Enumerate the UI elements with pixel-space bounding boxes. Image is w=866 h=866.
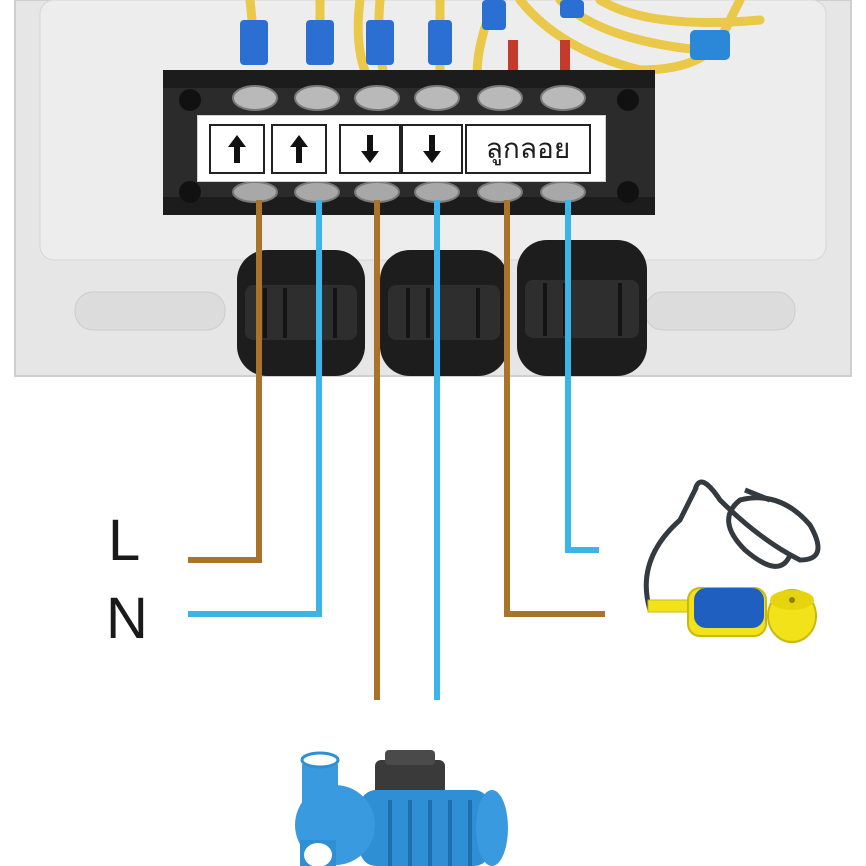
terminal-label-strip: ลูกลอย	[197, 115, 606, 182]
float-live-wire	[504, 200, 605, 617]
live-supply-wire	[188, 200, 262, 563]
neutral-label: N	[106, 586, 148, 651]
arrow-down-icon	[361, 135, 379, 163]
water-pump	[295, 750, 508, 866]
float-neutral-wire	[565, 200, 599, 553]
arrow-up-icon	[228, 135, 246, 163]
cable-glands	[237, 240, 647, 376]
terminal-1-cell	[209, 124, 265, 174]
float-switch-label: ลูกลอย	[485, 132, 571, 165]
terminal-2-cell	[271, 124, 327, 174]
neutral-supply-wire	[188, 200, 322, 617]
wires	[188, 200, 605, 700]
wire-ferrules	[240, 0, 730, 65]
red-wire-end	[508, 40, 518, 70]
line-label: L	[108, 508, 141, 573]
terminal-4-cell	[401, 124, 463, 174]
float-switch	[643, 479, 821, 643]
terminal-3-cell	[339, 124, 401, 174]
red-wire-end	[560, 40, 570, 70]
arrow-up-icon	[290, 135, 308, 163]
arrow-down-icon	[423, 135, 441, 163]
float-switch-terminal-cell: ลูกลอย	[465, 124, 591, 174]
